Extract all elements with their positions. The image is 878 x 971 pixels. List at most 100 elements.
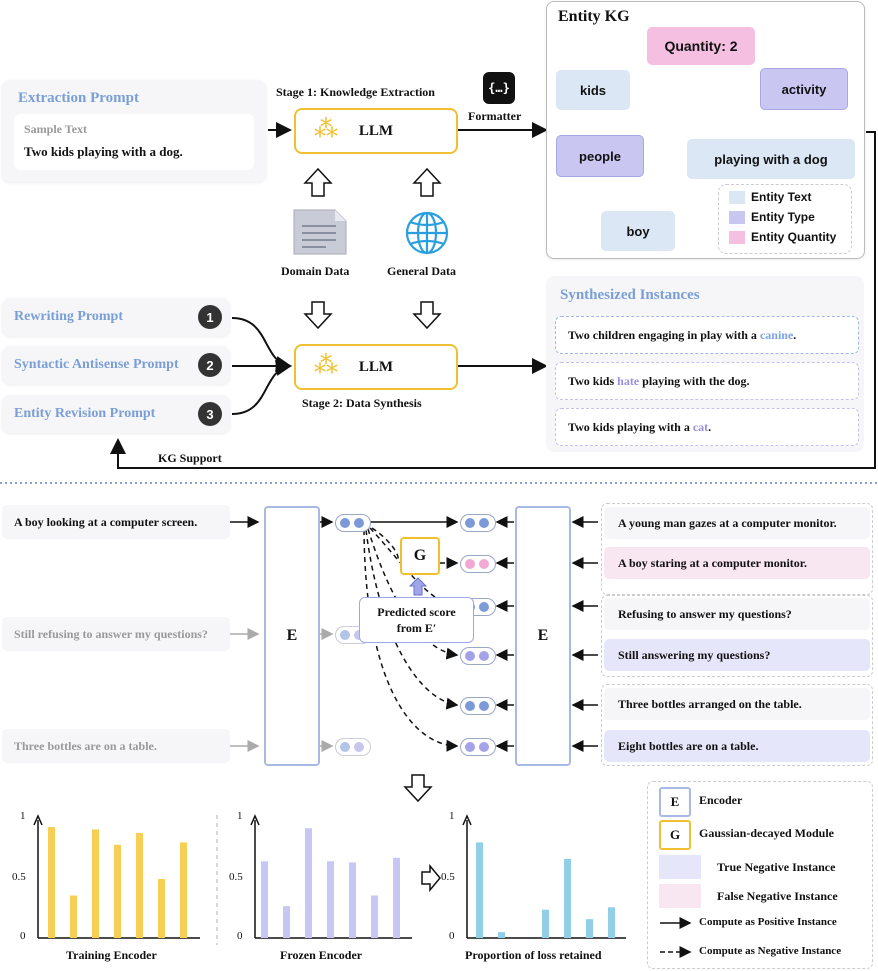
chart1-bar-5 <box>136 832 143 938</box>
llm-label: LLM <box>358 358 394 375</box>
chart2-bar-3 <box>305 828 312 938</box>
chart3-bar-7 <box>608 907 615 938</box>
instance-text: Two children engaging in play with a <box>568 327 760 342</box>
chart3-ytick-1: 1 <box>449 810 455 822</box>
synth-instance-3: Two kids playing with a cat. <box>555 408 859 446</box>
llm-label: LLM <box>358 122 394 139</box>
node-playing: playing with a dog <box>687 139 855 179</box>
kg-support-label: KG Support <box>158 451 222 465</box>
up-arrow-domain <box>303 167 333 197</box>
right-group-3 <box>601 684 873 766</box>
chart3-xlabel: Proportion of loss retained <box>465 948 602 962</box>
chart1-bar-2 <box>70 895 77 938</box>
encoder-right: E <box>515 506 571 766</box>
node-boy: boy <box>601 211 675 251</box>
chart2-ytick-1: 1 <box>237 810 243 822</box>
embedding-left-1 <box>335 514 371 532</box>
chart3-bar-5 <box>564 858 571 938</box>
legend-false-neg-label: False Negative Instance <box>717 889 838 903</box>
right-group-1 <box>601 503 873 595</box>
right-input-arrows <box>495 516 598 752</box>
right-group-2 <box>601 595 873 677</box>
encoder-left: E <box>264 506 320 766</box>
step-1-badge: 1 <box>198 305 222 329</box>
instance-highlight: canine <box>759 327 794 342</box>
synth-instance-1: Two children engaging in play with a can… <box>555 316 859 354</box>
rewriting-prompt-label: Rewriting Prompt <box>14 309 123 324</box>
chart3-ytick-05: 0.5 <box>441 871 455 883</box>
antisense-prompt-label: Syntactic Antisense Prompt <box>14 357 179 372</box>
right-sentence-1: A young man gazes at a computer monitor. <box>604 507 870 539</box>
llm-stage1: ⁂ LLM <box>294 108 458 154</box>
llm-stage2: ⁂ LLM <box>294 344 458 390</box>
legend-neg-label: Compute as Negative Instance <box>699 945 842 957</box>
chart1-bar-6 <box>158 879 165 938</box>
stage1-title: Stage 1: Knowledge Extraction <box>276 85 435 99</box>
legend-entity-text: Entity Text <box>751 190 812 204</box>
right-sentence-2: A boy staring at a computer monitor. <box>604 547 870 579</box>
sample-text: Two kids playing with a dog. <box>24 144 183 159</box>
left-sentence-3: Three bottles are on a table. <box>2 729 230 763</box>
node-activity: activity <box>760 68 848 110</box>
legend-true-neg-swatch <box>659 855 701 879</box>
instance-text-end: playing with the dog. <box>639 373 750 388</box>
sample-text-label: Sample Text <box>24 122 88 136</box>
node-quantity: Quantity: 2 <box>647 27 755 65</box>
chart3-bar-4 <box>542 909 549 938</box>
legend-swatch-quantity <box>729 231 745 244</box>
right-sentence-4: Still answering my questions? <box>604 639 870 671</box>
chart1-ytick-1: 1 <box>20 810 26 822</box>
predicted-up-arrow <box>408 577 428 596</box>
predicted-line-1: Predicted score <box>377 605 456 619</box>
embedding-left-3 <box>335 738 371 756</box>
chart1-bar-7 <box>180 842 187 938</box>
globe-icon <box>405 211 449 255</box>
entity-revision-prompt-card: Entity Revision Prompt 3 <box>2 395 230 433</box>
embedding-right-4 <box>460 647 496 665</box>
predicted-line-2: from E′ <box>396 621 437 635</box>
predicted-score-box: Predicted score from E′ <box>359 597 474 643</box>
chart3-ytick-0: 0 <box>449 930 455 942</box>
document-icon <box>293 209 347 255</box>
chart2-bar-4 <box>327 861 334 938</box>
legend-gaussian-label: Gaussian-decayed Module <box>699 826 835 840</box>
embedding-right-6 <box>460 738 496 756</box>
legend-swatch-text <box>729 191 745 204</box>
kg-support-loop <box>110 131 876 469</box>
legend-entity-quantity: Entity Quantity <box>751 230 837 244</box>
chart2-bar-5 <box>349 862 356 938</box>
chart1-bar-3 <box>92 829 99 938</box>
chart2-xlabel: Frozen Encoder <box>280 948 363 962</box>
legend-swatch-type <box>729 211 745 224</box>
g-module: G <box>400 537 440 575</box>
instance-text: Two kids playing with a <box>568 419 693 434</box>
instance-text-end: . <box>793 327 797 342</box>
instance-highlight: hate <box>617 373 640 388</box>
chart1-ytick-05: 0.5 <box>12 871 26 883</box>
node-people: people <box>556 135 644 177</box>
embedding-right-2 <box>460 555 496 573</box>
instance-text: Two kids <box>568 373 618 388</box>
chart1-xlabel: Training Encoder <box>66 948 157 962</box>
entity-revision-prompt-label: Entity Revision Prompt <box>14 406 156 421</box>
general-data-label: General Data <box>387 264 456 278</box>
embedding-right-5 <box>460 697 496 715</box>
right-sentence-6: Eight bottles are on a table. <box>604 730 870 762</box>
llm-network-icon: ⁂ <box>314 117 338 143</box>
left-sentence-2: Still refusing to answer my questions? <box>2 617 230 651</box>
left-sentence-1: A boy looking at a computer screen. <box>2 505 230 539</box>
extraction-prompt-card: Extraction Prompt Sample Text Two kids p… <box>2 80 266 182</box>
antisense-prompt-card: Syntactic Antisense Prompt 2 <box>2 346 230 384</box>
legend-encoder-icon: E <box>659 787 691 817</box>
chart2-bar-6 <box>371 895 378 938</box>
chart1-bar-1 <box>48 827 55 938</box>
legend-arrows <box>660 917 692 958</box>
llm-network-icon: ⁂ <box>314 353 338 379</box>
entity-kg-title: Entity KG <box>558 8 630 25</box>
right-sentence-3: Refusing to answer my questions? <box>604 598 870 630</box>
legend-true-neg-label: True Negative Instance <box>717 860 836 874</box>
embedding-right-1 <box>460 514 496 532</box>
formatter-label: Formatter <box>468 109 522 123</box>
synth-instance-2: Two kids hate playing with the dog. <box>555 362 859 400</box>
legend-g-icon: G <box>659 820 691 850</box>
